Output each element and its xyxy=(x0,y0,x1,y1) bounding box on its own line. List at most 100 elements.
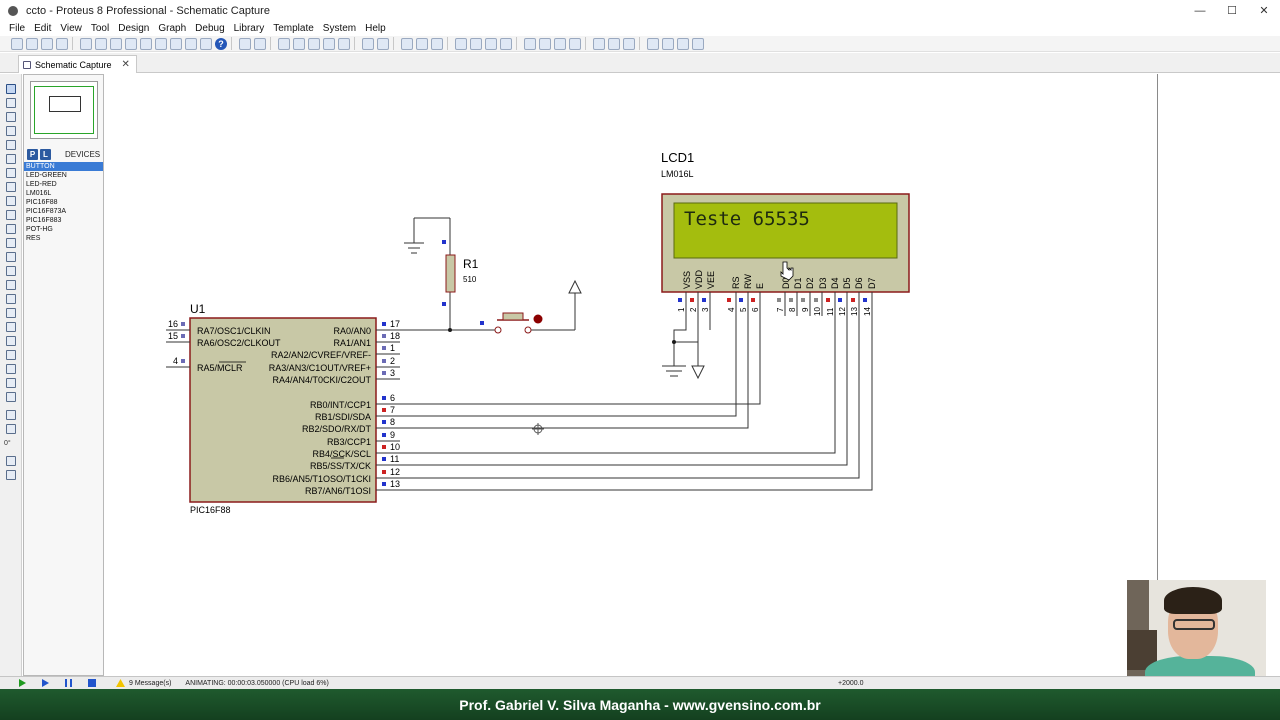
overview-window[interactable] xyxy=(30,81,98,139)
schematic-icon[interactable] xyxy=(95,38,107,50)
virtual-instruments-icon[interactable] xyxy=(6,280,16,290)
new-file-icon[interactable] xyxy=(11,38,23,50)
search-tag-icon[interactable] xyxy=(608,38,620,50)
minimize-button[interactable]: — xyxy=(1184,0,1216,21)
device-list-item[interactable]: LM016L xyxy=(24,189,103,198)
marker-icon[interactable] xyxy=(6,392,16,402)
pick-device-icon[interactable] xyxy=(524,38,536,50)
decompose-icon[interactable] xyxy=(569,38,581,50)
make-device-icon[interactable] xyxy=(539,38,551,50)
device-list-item[interactable]: BUTTON xyxy=(24,162,103,171)
device-list-item[interactable]: PIC16F883 xyxy=(24,216,103,225)
source-code-icon[interactable] xyxy=(185,38,197,50)
pause-simulation-icon[interactable] xyxy=(65,679,72,687)
tape-recorder-icon[interactable] xyxy=(6,224,16,234)
run-simulation-icon[interactable] xyxy=(19,679,26,687)
message-count[interactable]: 9 Message(s) xyxy=(129,680,171,687)
menu-view[interactable]: View xyxy=(60,23,82,34)
save-icon[interactable] xyxy=(41,38,53,50)
block-copy-icon[interactable] xyxy=(455,38,467,50)
library-manager-button[interactable]: L xyxy=(40,149,51,160)
copy-icon[interactable] xyxy=(416,38,428,50)
generator-icon[interactable] xyxy=(6,238,16,248)
menu-system[interactable]: System xyxy=(323,23,356,34)
circle-icon[interactable] xyxy=(6,322,16,332)
zoom-area-icon[interactable] xyxy=(338,38,350,50)
menu-template[interactable]: Template xyxy=(273,23,314,34)
menu-edit[interactable]: Edit xyxy=(34,23,51,34)
device-list-item[interactable]: LED-RED xyxy=(24,180,103,189)
device-list-item[interactable]: RES xyxy=(24,234,103,243)
exit-to-parent-icon[interactable] xyxy=(677,38,689,50)
home-icon[interactable] xyxy=(80,38,92,50)
graph-mode-icon[interactable] xyxy=(6,210,16,220)
symbol-icon[interactable] xyxy=(6,378,16,388)
notes-icon[interactable] xyxy=(200,38,212,50)
block-rotate-icon[interactable] xyxy=(485,38,497,50)
help-icon[interactable]: ? xyxy=(215,38,227,50)
menu-file[interactable]: File xyxy=(9,23,25,34)
electrical-rule-check-icon[interactable] xyxy=(692,38,704,50)
menu-graph[interactable]: Graph xyxy=(158,23,186,34)
device-list-item[interactable]: PIC16F88 xyxy=(24,198,103,207)
bill-of-materials-icon[interactable] xyxy=(170,38,182,50)
path-icon[interactable] xyxy=(6,350,16,360)
pcb-icon[interactable] xyxy=(110,38,122,50)
selection-mode-icon[interactable] xyxy=(6,84,16,94)
menu-tool[interactable]: Tool xyxy=(91,23,109,34)
arc-icon[interactable] xyxy=(6,336,16,346)
gerber-icon[interactable] xyxy=(140,38,152,50)
wire-autorouter-icon[interactable] xyxy=(593,38,605,50)
pan-icon[interactable] xyxy=(278,38,290,50)
rotate-anticlockwise-icon[interactable] xyxy=(6,424,16,434)
zoom-in-icon[interactable] xyxy=(293,38,305,50)
zoom-all-icon[interactable] xyxy=(323,38,335,50)
new-sheet-icon[interactable] xyxy=(647,38,659,50)
grid-icon[interactable] xyxy=(254,38,266,50)
3d-view-icon[interactable] xyxy=(125,38,137,50)
schematic-canvas[interactable] xyxy=(105,74,1280,676)
step-simulation-icon[interactable] xyxy=(42,679,49,687)
menu-library[interactable]: Library xyxy=(234,23,265,34)
line-icon[interactable] xyxy=(6,294,16,304)
pick-devices-button[interactable]: P xyxy=(27,149,38,160)
box-icon[interactable] xyxy=(6,308,16,318)
device-list-item[interactable]: POT-HG xyxy=(24,225,103,234)
buses-icon[interactable] xyxy=(6,154,16,164)
redo-icon[interactable] xyxy=(377,38,389,50)
menu-help[interactable]: Help xyxy=(365,23,386,34)
import-icon[interactable] xyxy=(56,38,68,50)
device-list-item[interactable]: PIC16F873A xyxy=(24,207,103,216)
paste-icon[interactable] xyxy=(431,38,443,50)
block-delete-icon[interactable] xyxy=(500,38,512,50)
stop-simulation-icon[interactable] xyxy=(88,679,96,687)
text-script-icon[interactable] xyxy=(6,140,16,150)
open-folder-icon[interactable] xyxy=(26,38,38,50)
device-pins-icon[interactable] xyxy=(6,196,16,206)
cut-icon[interactable] xyxy=(401,38,413,50)
design-explorer-icon[interactable] xyxy=(155,38,167,50)
voltage-probe-icon[interactable] xyxy=(6,252,16,262)
close-tab-icon[interactable]: ✕ xyxy=(122,59,130,70)
packaging-tool-icon[interactable] xyxy=(554,38,566,50)
subcircuit-icon[interactable] xyxy=(6,168,16,178)
terminals-icon[interactable] xyxy=(6,182,16,192)
junction-dot-icon[interactable] xyxy=(6,112,16,122)
device-list-item[interactable]: LED-GREEN xyxy=(24,171,103,180)
remove-sheet-icon[interactable] xyxy=(662,38,674,50)
block-move-icon[interactable] xyxy=(470,38,482,50)
text-icon[interactable] xyxy=(6,364,16,374)
close-window-button[interactable]: ✕ xyxy=(1248,0,1280,21)
property-assignment-icon[interactable] xyxy=(623,38,635,50)
tab-schematic-capture[interactable]: Schematic Capture ✕ xyxy=(18,55,137,73)
menu-debug[interactable]: Debug xyxy=(195,23,224,34)
current-probe-icon[interactable] xyxy=(6,266,16,276)
maximize-button[interactable]: ☐ xyxy=(1216,0,1248,21)
wire-label-icon[interactable] xyxy=(6,126,16,136)
rotate-clockwise-icon[interactable] xyxy=(6,410,16,420)
component-mode-icon[interactable] xyxy=(6,98,16,108)
refresh-icon[interactable] xyxy=(239,38,251,50)
mirror-y-icon[interactable] xyxy=(6,470,16,480)
menu-design[interactable]: Design xyxy=(118,23,149,34)
undo-icon[interactable] xyxy=(362,38,374,50)
